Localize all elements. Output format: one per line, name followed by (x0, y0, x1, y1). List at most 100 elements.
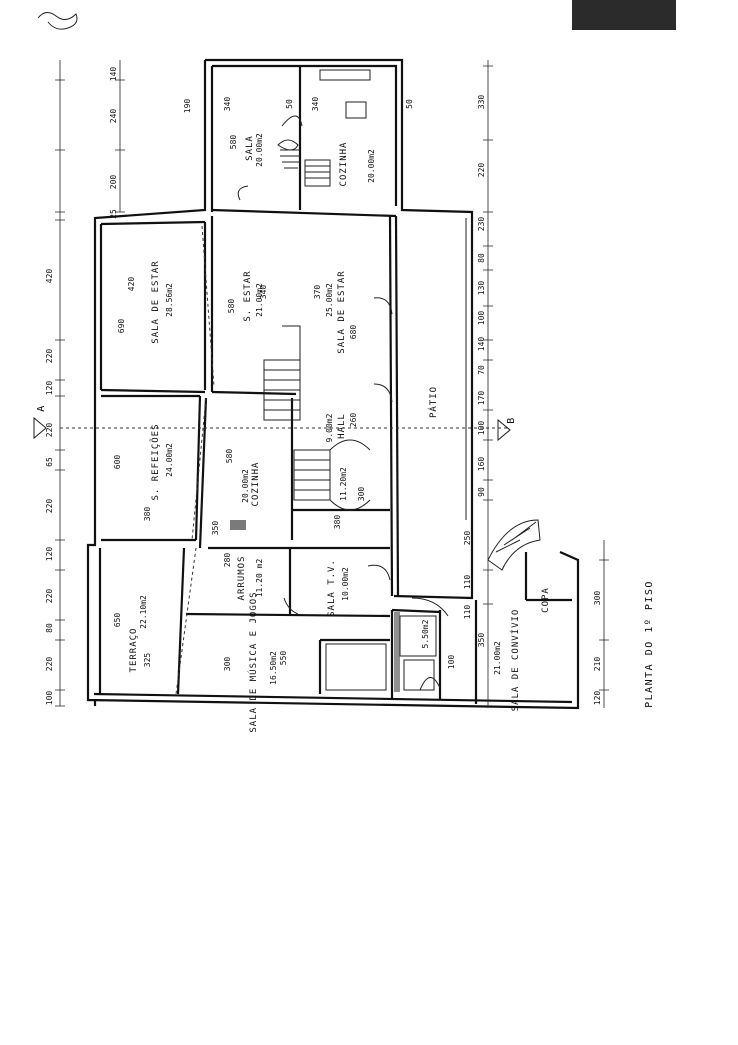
svg-text:20.00m2: 20.00m2 (255, 133, 264, 167)
svg-text:580: 580 (227, 299, 236, 314)
svg-text:B: B (506, 416, 517, 424)
svg-text:100: 100 (45, 691, 54, 706)
svg-text:PÁTIO: PÁTIO (427, 386, 439, 418)
svg-text:420: 420 (45, 269, 54, 284)
svg-text:340: 340 (223, 97, 232, 112)
svg-text:120: 120 (593, 691, 602, 706)
svg-text:140: 140 (477, 337, 486, 352)
svg-text:21.00m2: 21.00m2 (493, 641, 502, 675)
svg-text:70: 70 (477, 365, 486, 375)
svg-text:9.00m2: 9.00m2 (325, 413, 334, 442)
svg-text:24.00m2: 24.00m2 (165, 443, 174, 477)
top-left-dimension-line (115, 60, 125, 213)
svg-text:300: 300 (223, 657, 232, 672)
svg-text:220: 220 (45, 657, 54, 672)
svg-text:20.00m2: 20.00m2 (241, 469, 250, 503)
room-arrumos: ARRUMOS 11.20 m2 280 (223, 553, 264, 601)
svg-text:COZINHA: COZINHA (251, 462, 261, 507)
room-terraco: TERRAÇO 22.10m2 650 325 (113, 595, 152, 673)
svg-text:TERRAÇO: TERRAÇO (129, 628, 139, 673)
svg-text:600: 600 (113, 455, 122, 470)
svg-text:190: 190 (183, 99, 192, 114)
corner-scribble (37, 12, 78, 30)
svg-text:11.20m2: 11.20m2 (339, 467, 348, 501)
svg-text:5.50m2: 5.50m2 (421, 619, 430, 648)
svg-text:25.00m2: 25.00m2 (325, 283, 334, 317)
svg-text:280: 280 (223, 553, 232, 568)
hidden-lines (60, 225, 510, 695)
svg-text:S. ESTAR: S. ESTAR (243, 270, 253, 321)
svg-text:300: 300 (593, 591, 602, 606)
svg-text:220: 220 (45, 423, 54, 438)
svg-text:340: 340 (311, 97, 320, 112)
room-patio: PÁTIO (427, 386, 439, 418)
plan-title: PLANTA DO 1º PISO (644, 580, 655, 708)
svg-text:20.00m2: 20.00m2 (367, 149, 376, 183)
svg-text:SALA DE MÚSICA E JOGOS: SALA DE MÚSICA E JOGOS (247, 591, 259, 732)
svg-text:230: 230 (477, 217, 486, 232)
svg-text:50: 50 (405, 99, 414, 109)
svg-text:16.50m2: 16.50m2 (269, 651, 278, 685)
svg-text:10.00m2: 10.00m2 (341, 567, 350, 601)
svg-text:80: 80 (45, 623, 54, 633)
svg-text:65: 65 (45, 457, 54, 467)
svg-text:120: 120 (45, 547, 54, 562)
svg-text:170: 170 (477, 391, 486, 406)
svg-text:580: 580 (225, 449, 234, 464)
right-dimension-labels: 330 220 230 80 130 100 140 70 170 100 16… (463, 95, 486, 590)
kitchen-top-counter (319, 69, 371, 119)
outer-walls (86, 58, 580, 710)
svg-text:HALL: HALL (337, 413, 347, 439)
staircase-spiral (487, 519, 541, 571)
room-sala-tv: SALA T.V. 10.00m2 (327, 559, 350, 617)
svg-text:COPA: COPA (541, 587, 551, 613)
room-sala-estar-left: SALA DE ESTAR 28.56m2 690 420 (117, 260, 174, 343)
room-s-refeicoes: S. REFEIÇÕES 24.00m2 600 380 (113, 423, 174, 521)
svg-text:370: 370 (313, 285, 322, 300)
svg-text:SALA DE CONVÍVIO: SALA DE CONVÍVIO (509, 609, 521, 712)
svg-text:21.00m2: 21.00m2 (255, 283, 264, 317)
right-dimension-line (483, 60, 493, 708)
svg-text:S. REFEIÇÕES: S. REFEIÇÕES (149, 423, 161, 500)
svg-text:COZINHA: COZINHA (339, 142, 349, 187)
svg-text:ARRUMOS: ARRUMOS (237, 556, 247, 601)
svg-text:340: 340 (259, 285, 268, 300)
interior-walls (100, 66, 572, 704)
svg-text:420: 420 (127, 277, 136, 292)
room-copa: COPA (541, 587, 551, 613)
svg-text:100: 100 (477, 421, 486, 436)
room-sala-musica: SALA DE MÚSICA E JOGOS 16.50m2 300 550 (223, 591, 288, 732)
room-hall: HALL 9.00m2 260 (325, 413, 358, 443)
svg-text:260: 260 (349, 413, 358, 428)
svg-text:90: 90 (477, 487, 486, 497)
svg-text:80: 80 (477, 253, 486, 263)
svg-text:SALA: SALA (245, 135, 255, 161)
svg-text:SALA DE ESTAR: SALA DE ESTAR (151, 260, 161, 343)
room-s-estar: S. ESTAR 21.00m2 580 340 (227, 270, 268, 321)
room-1120: 11.20m2 300 380 (333, 467, 366, 529)
room-sala-convivio: SALA DE CONVÍVIO 21.00m2 350 100 (447, 609, 521, 712)
left-dimension-line (55, 60, 65, 707)
scan-smudge (572, 0, 676, 30)
svg-text:100: 100 (447, 655, 456, 670)
svg-text:220: 220 (45, 349, 54, 364)
svg-text:680: 680 (349, 325, 358, 340)
wc-fixtures (230, 520, 437, 692)
room-sala-estar-right: SALA DE ESTAR 25.00m2 370 680 (313, 270, 358, 353)
section-mark-a: A (33, 404, 47, 440)
svg-text:380: 380 (333, 515, 342, 530)
svg-text:220: 220 (45, 589, 54, 604)
svg-text:28.56m2: 28.56m2 (165, 283, 174, 317)
staircase-main (263, 325, 371, 511)
svg-text:220: 220 (45, 499, 54, 514)
svg-text:130: 130 (477, 281, 486, 296)
room-wc: 5.50m2 (421, 619, 430, 648)
bottom-right-dimension-line (599, 540, 609, 708)
svg-text:25: 25 (109, 209, 118, 219)
svg-text:120: 120 (45, 381, 54, 396)
svg-text:550: 550 (279, 651, 288, 666)
svg-text:160: 160 (477, 457, 486, 472)
room-cozinha-mid: COZINHA 20.00m2 580 (225, 449, 261, 507)
svg-text:300: 300 (357, 487, 366, 502)
